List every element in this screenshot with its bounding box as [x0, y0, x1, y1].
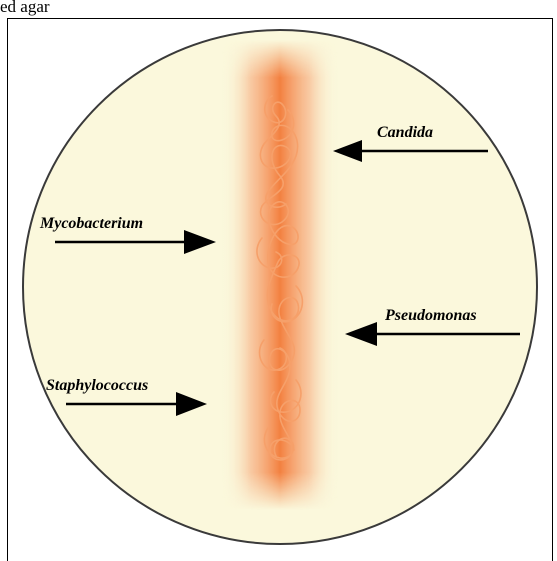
label-candida: Candida: [377, 124, 433, 141]
label-pseudomonas: Pseudomonas: [384, 307, 477, 324]
label-staphylococcus: Staphylococcus: [46, 377, 148, 394]
label-mycobacterium: Mycobacterium: [39, 215, 143, 232]
